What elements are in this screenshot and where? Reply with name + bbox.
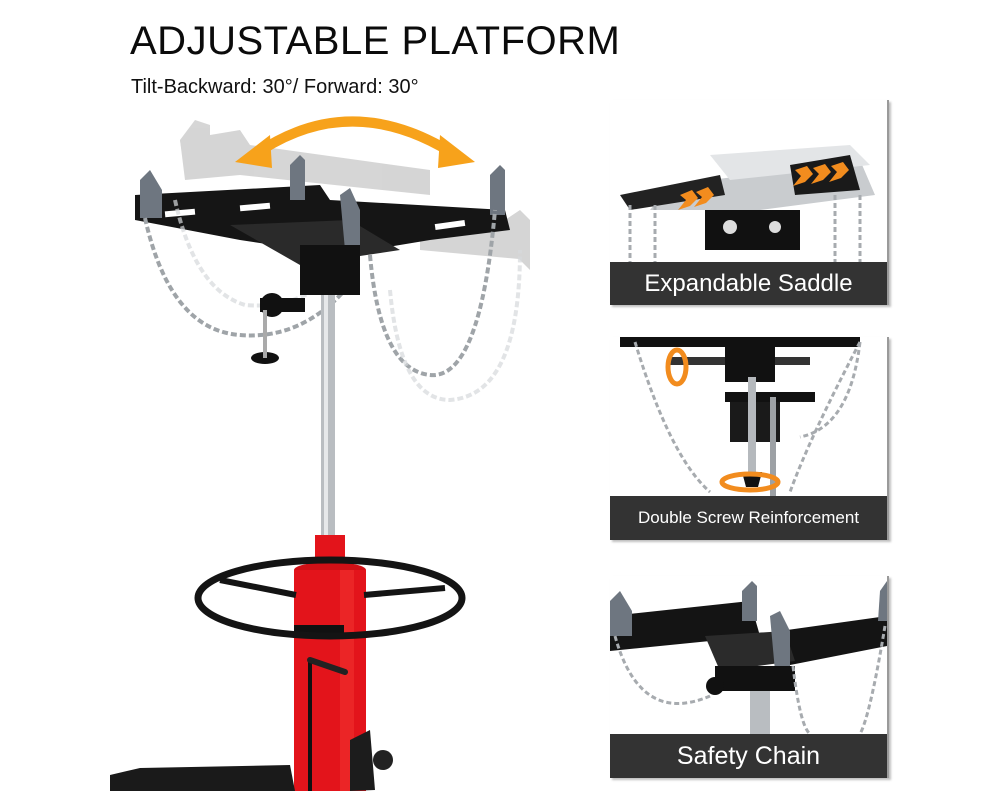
safety-chain-image bbox=[610, 581, 887, 734]
rotate-arrow-icon bbox=[665, 347, 781, 493]
feature-panel-safety-chain: Safety Chain bbox=[610, 576, 889, 778]
feature-label: Double Screw Reinforcement bbox=[610, 496, 887, 540]
expandable-saddle-image bbox=[620, 145, 875, 262]
double-screw-image bbox=[620, 337, 862, 496]
chain-icon bbox=[613, 625, 887, 734]
tilt-arrow-icon bbox=[235, 116, 475, 168]
feature-panel-expandable-saddle: Expandable Saddle bbox=[610, 100, 889, 305]
feature-label: Expandable Saddle bbox=[610, 262, 887, 305]
feature-label: Safety Chain bbox=[610, 734, 887, 778]
page-title: ADJUSTABLE PLATFORM bbox=[130, 19, 621, 63]
transmission-jack-image bbox=[100, 100, 580, 791]
feature-panel-double-screw: Double Screw Reinforcement bbox=[610, 337, 889, 540]
expand-chevrons-icon bbox=[678, 162, 849, 210]
tilt-spec-subtitle: Tilt-Backward: 30°/ Forward: 30° bbox=[131, 76, 419, 98]
